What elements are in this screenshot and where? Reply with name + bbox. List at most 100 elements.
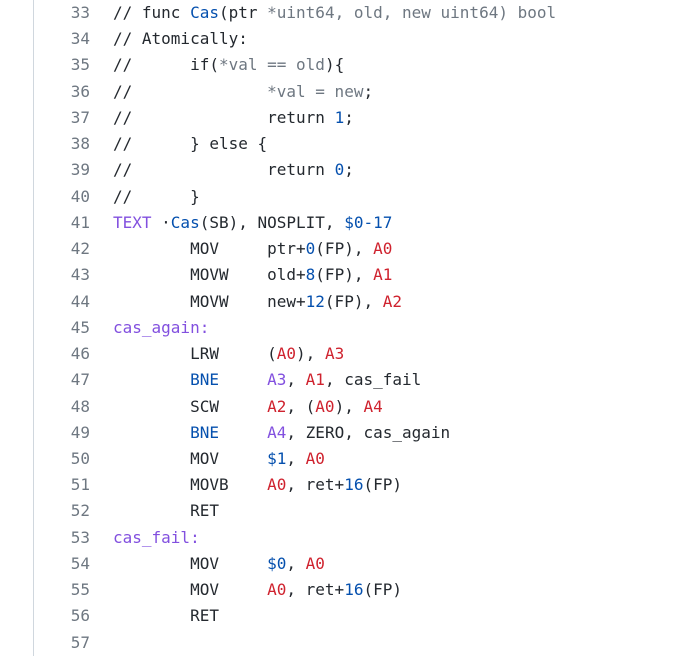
code-token-default: ), [334, 396, 364, 416]
line-number[interactable]: 41 [70, 212, 90, 232]
code-token-red: A0 [267, 580, 287, 600]
line-number[interactable]: 34 [70, 29, 90, 49]
code-token-blue: 1 [334, 107, 345, 127]
code-token-blue: $0-17 [344, 212, 393, 232]
code-text: BNE A4, ZERO, cas_again [113, 420, 450, 446]
code-text: // func Cas(ptr *uint64, old, new uint64… [113, 0, 556, 26]
code-token-default: (FP), [315, 239, 374, 259]
code-line: 55 MOV A0, ret+16(FP) [0, 577, 680, 603]
code-line: 51 MOVB A0, ret+16(FP) [0, 472, 680, 498]
code-line: 52 RET [0, 498, 680, 524]
line-number[interactable]: 42 [70, 239, 90, 259]
line-number[interactable]: 57 [70, 632, 90, 652]
line-number[interactable]: 48 [70, 396, 90, 416]
code-token-blue: $0 [267, 553, 287, 573]
code-token-red: A0 [305, 448, 325, 468]
code-token-default [219, 423, 267, 442]
line-number[interactable]: 50 [70, 448, 90, 468]
code-token-red: A3 [324, 344, 345, 364]
line-number[interactable]: 45 [70, 317, 90, 337]
code-token-red: A1 [305, 370, 325, 390]
code-token-default: MOVW old+ [113, 265, 306, 285]
code-token-red: A4 [363, 396, 383, 416]
code-token-default: // [113, 81, 268, 101]
code-token-blue: 16 [344, 475, 364, 495]
code-line: 49 BNE A4, ZERO, cas_again [0, 420, 680, 446]
code-token-default: // return [113, 107, 335, 127]
line-number[interactable]: 36 [70, 81, 90, 101]
code-token-default: MOV ptr+ [113, 239, 306, 259]
code-token-default: , [286, 370, 306, 390]
code-token-default: SCW [113, 396, 268, 416]
code-token-default: MOV [113, 580, 268, 600]
line-number[interactable]: 33 [70, 3, 90, 22]
code-token-default: ; [344, 160, 354, 180]
code-text: TEXT ·Cas(SB), NOSPLIT, $0-17 [113, 210, 392, 236]
code-token-blue: 12 [305, 291, 325, 311]
code-token-red: A2 [267, 396, 287, 416]
code-token-default: // Atomically: [113, 29, 248, 49]
code-token-default: ; [363, 81, 374, 101]
code-line: 42 MOV ptr+0(FP), A0 [0, 236, 680, 262]
code-text: // return 1; [113, 105, 354, 131]
code-token-default: MOVB [113, 475, 268, 495]
line-number[interactable]: 35 [70, 55, 90, 75]
code-token-red: A1 [373, 265, 393, 285]
line-number[interactable]: 44 [70, 291, 90, 311]
line-number[interactable]: 56 [70, 606, 90, 626]
line-number[interactable]: 43 [70, 265, 90, 285]
code-text: // if(*val == old){ [113, 52, 344, 78]
code-text: RET [113, 498, 219, 524]
line-number[interactable]: 51 [70, 475, 90, 495]
code-text: MOV A0, ret+16(FP) [113, 577, 402, 603]
code-token-red: A0 [305, 553, 325, 573]
code-token-purple: cas_fail: [113, 527, 200, 547]
code-line: 43 MOVW old+8(FP), A1 [0, 262, 680, 288]
line-number[interactable]: 52 [70, 501, 90, 521]
line-number[interactable]: 37 [70, 107, 90, 127]
code-text: MOVB A0, ret+16(FP) [113, 472, 402, 498]
code-token-purple: A3 [267, 370, 287, 390]
code-token-default: ; [344, 107, 354, 127]
line-number[interactable]: 53 [70, 527, 90, 547]
code-token-blue: 0 [305, 239, 316, 259]
code-token-purple: cas_again: [113, 317, 210, 337]
code-token-default: ), [296, 344, 325, 364]
code-text: MOVW old+8(FP), A1 [113, 262, 392, 288]
code-token-default: MOVW new+ [113, 291, 306, 311]
code-line: 34 // Atomically: [0, 26, 680, 52]
code-line: 48 SCW A2, (A0), A4 [0, 394, 680, 420]
line-number[interactable]: 39 [70, 160, 90, 180]
code-line: 56 RET [0, 603, 680, 629]
code-token-gray: *val = new [267, 81, 364, 101]
line-number[interactable]: 54 [70, 553, 90, 573]
code-token-blue: Cas [170, 212, 200, 232]
code-line: 46 LRW (A0), A3 [0, 341, 680, 367]
code-line: 44 MOVW new+12(FP), A2 [0, 289, 680, 315]
code-token-blue: 0 [334, 160, 345, 180]
code-token-default: // } else { [113, 134, 268, 154]
line-number[interactable]: 38 [70, 134, 90, 154]
code-line: 35 // if(*val == old){ [0, 52, 680, 78]
line-number[interactable]: 47 [70, 370, 90, 390]
code-token-default: , [286, 448, 306, 468]
line-number[interactable]: 40 [70, 186, 90, 206]
code-token-default: , [286, 553, 306, 573]
line-number[interactable]: 46 [70, 344, 90, 364]
code-token-blue: 8 [305, 265, 316, 285]
code-token-default: (FP) [363, 580, 402, 600]
code-token-default: (ptr [218, 3, 268, 22]
code-token-default: (FP), [315, 265, 374, 285]
line-number[interactable]: 49 [70, 422, 90, 442]
code-token-red: A0 [373, 239, 393, 259]
code-token-purple: A4 [267, 422, 287, 442]
code-token-blue: $1 [267, 448, 287, 468]
code-token-default: LRW ( [113, 344, 277, 364]
line-number[interactable]: 55 [70, 580, 90, 600]
code-text: MOV $0, A0 [113, 551, 325, 577]
code-token-red: A0 [276, 344, 297, 364]
code-text: SCW A2, (A0), A4 [113, 394, 383, 420]
code-text: LRW (A0), A3 [113, 341, 344, 367]
code-token-purple: TEXT [113, 212, 152, 232]
code-token-blue: 16 [344, 580, 364, 600]
